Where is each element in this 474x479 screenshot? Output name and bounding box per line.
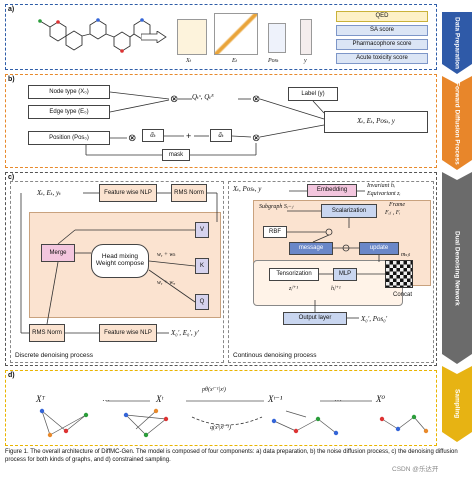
discrete-subpanel: Xₜ, Eₜ, yₜ Feature wise NLP RMS Norm V K… xyxy=(10,181,224,363)
equivariant-label: Equivariant zᵢ xyxy=(367,191,401,197)
watermark: CSDN @乐达开 xyxy=(392,466,439,473)
otimes-2: ⊗ xyxy=(252,94,261,105)
rms-norm-box: RMS Norm xyxy=(171,184,207,202)
panel-c-denoising: c) Xₜ, Eₜ, yₜ Feature wise NLP RMS Norm … xyxy=(5,172,437,366)
property-qed: QED xyxy=(336,11,428,22)
pos-matrix xyxy=(268,23,286,53)
discrete-caption: Discrete denoising process xyxy=(15,352,94,359)
scalarization-box: Scalarization xyxy=(321,204,377,218)
dots-2: ··· xyxy=(334,396,342,405)
subgraph-label: Subgraph Sᵢ−ⱼ xyxy=(259,204,294,210)
property-sa: SA score xyxy=(336,25,428,36)
continuous-arrows xyxy=(287,190,385,319)
otimes-4: ⊗ xyxy=(252,133,261,144)
discrete-inputs: Xₜ, Eₜ, yₜ xyxy=(37,189,61,197)
panel-d-sampling: d) Xᵀ ··· Xᵗ pθ(xᵗ⁻¹|xᵗ) q(xᵗ|xᵗ⁻¹) Xᵗ⁻¹… xyxy=(5,370,437,446)
wy-wq-label: wᵧ + wᵩ xyxy=(157,280,176,286)
otimes-3: ⊗ xyxy=(128,133,137,144)
frame-label: Frame xyxy=(389,202,405,208)
embedding-box: Embedding xyxy=(307,184,357,197)
invariant-label: Invariant hᵢ xyxy=(367,183,395,189)
sampling-graphs xyxy=(39,400,429,438)
m-label: mₛⱼₗ xyxy=(401,252,411,258)
state-x0: X⁰ xyxy=(376,394,386,404)
q-terms: Qₜˣ, Qₜᴱ xyxy=(192,93,214,101)
output-layer-box: Output layer xyxy=(283,312,347,325)
state-xt-minus-1: Xᵗ⁻¹ xyxy=(268,394,283,404)
q-label: q(xᵗ|xᵗ⁻¹) xyxy=(210,425,231,431)
discrete-output: X₀', E₀', y' xyxy=(171,329,200,337)
p-theta-label: pθ(xᵗ⁻¹|xᵗ) xyxy=(202,387,226,393)
q-box: Q xyxy=(195,294,209,310)
side-label-data-preparation: Data Preparation xyxy=(442,12,472,74)
matrix-label-x: Xₜ xyxy=(186,58,192,64)
dots-1: ··· xyxy=(102,396,110,405)
discrete-arrows xyxy=(20,192,218,334)
mask-box: mask xyxy=(162,149,190,161)
side-label-forward-diffusion: Forward Diffusion Process xyxy=(442,76,472,170)
concat-matrix-icon xyxy=(385,260,413,288)
edge-type-box: Edge type (E₀) xyxy=(28,105,110,119)
property-toxicity: Acute toxicity score xyxy=(336,53,428,64)
z-label: zᵢˡ⁺¹ xyxy=(289,286,299,292)
output-box: Xₜ, Eₜ, Posₜ, y xyxy=(324,111,428,133)
property-pharmacophore: Pharmacophore score xyxy=(336,39,428,50)
h-label: hᵢˡ⁺¹ xyxy=(331,286,341,292)
update-box: update xyxy=(359,242,399,255)
alpha-t-box: ᾱₜ xyxy=(142,129,164,142)
state-xt: Xᵗ xyxy=(156,394,164,404)
panel-a-data-preparation: a) Xₜ Eₜ Posₜ y QED SA score Pharmacopho… xyxy=(5,4,437,70)
y-matrix xyxy=(300,19,312,55)
panel-b-forward-diffusion: b) Node type (X₀) Edge type (E₀) Positio… xyxy=(5,74,437,168)
rms-norm-2-box: RMS Norm xyxy=(29,324,65,342)
otimes-1: ⊗ xyxy=(170,94,179,105)
side-label-dual-denoising: Dual Denoising Network xyxy=(442,172,472,364)
continuous-subpanel: Xₜ, Posₜ, y Embedding Invariant hᵢ Equiv… xyxy=(228,181,434,363)
tensorization-box: Tensorization xyxy=(269,268,319,281)
head-mixing-box: Head mixing Weight compose xyxy=(91,244,149,278)
node-type-box: Node type (X₀) xyxy=(28,85,110,99)
tensor-block xyxy=(253,260,403,306)
side-label-sampling: Sampling xyxy=(442,366,472,442)
edge-matrix xyxy=(214,13,258,55)
k-box: K xyxy=(195,258,209,274)
frame-sub-label: Fᵢⱼ , Fᵢ xyxy=(385,210,401,216)
panel-d-tag: d) xyxy=(8,372,15,379)
alpha-bar-box: āₜ xyxy=(210,129,232,142)
feature-nlp-2-box: Feature wise NLP xyxy=(99,324,157,342)
matrix-label-y: y xyxy=(304,58,307,64)
rbf-box: RBF xyxy=(263,226,287,238)
matrix-label-e: Eₜ xyxy=(232,58,238,64)
message-box: message xyxy=(289,242,333,255)
continuous-inputs: Xₜ, Posₜ, y xyxy=(233,185,262,193)
panel-b-tag: b) xyxy=(8,76,15,83)
position-box: Position (Pos₀) xyxy=(28,131,110,145)
panel-b-arrows xyxy=(85,91,325,156)
panel-a-tag: a) xyxy=(8,6,15,13)
label-box: Label (y) xyxy=(288,87,338,101)
panel-c-tag: c) xyxy=(8,174,15,181)
merge-box: Merge xyxy=(41,244,75,262)
state-xt-start: Xᵀ xyxy=(36,394,45,404)
figure-caption: Figure 1. The overall architecture of Di… xyxy=(5,449,458,463)
matrix-label-pos: Posₜ xyxy=(268,58,279,64)
continuous-caption: Continous denoising process xyxy=(233,352,317,359)
feature-nlp-box: Feature wise NLP xyxy=(99,184,157,202)
wy-wk-label: wᵧ + wₖ xyxy=(157,252,176,258)
mlp-box: MLP xyxy=(333,268,357,281)
v-box: V xyxy=(195,222,209,238)
concat-label: Concat xyxy=(393,292,413,298)
arrow-icon xyxy=(141,31,167,43)
node-matrix xyxy=(177,19,207,55)
plus-sign: + xyxy=(186,131,192,141)
continuous-output: X₀', Pos₀' xyxy=(361,315,388,323)
